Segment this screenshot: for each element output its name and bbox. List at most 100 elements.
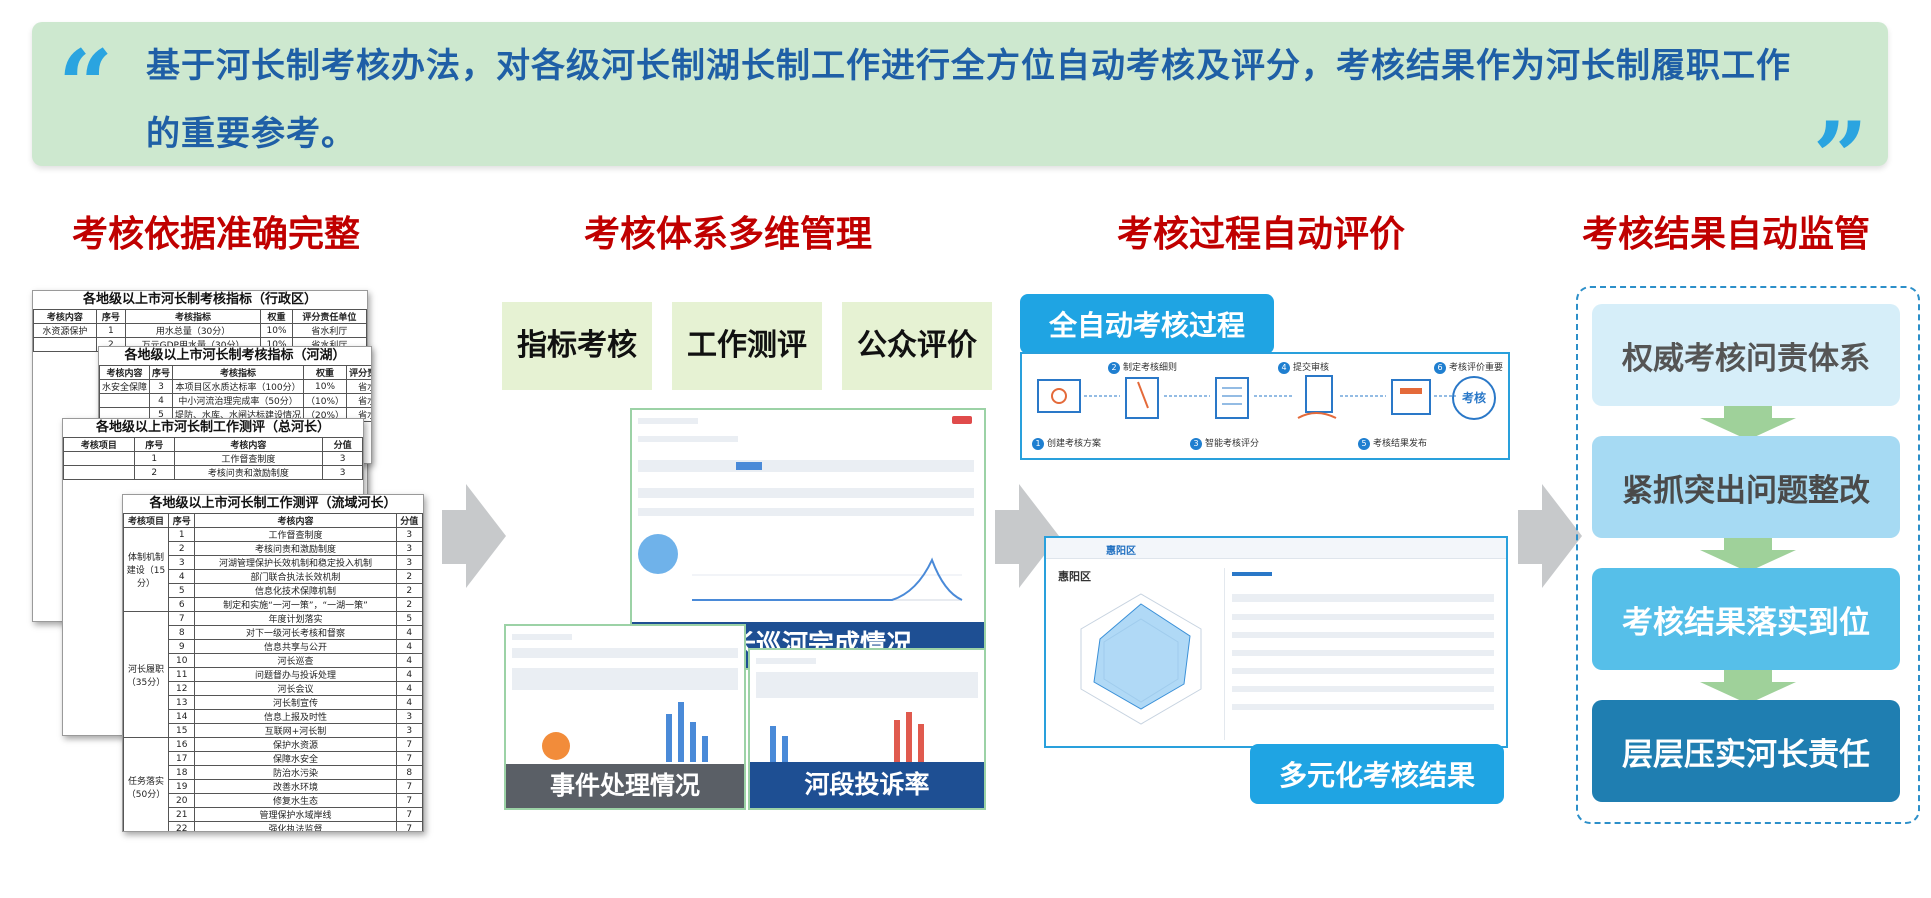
table-cell: 互联网+河长制 bbox=[194, 723, 397, 738]
table-cell: 4 bbox=[395, 639, 423, 654]
quote-banner: “ 基于河长制考核办法，对各级河长制湖长制工作进行全方位自动考核及评分，考核结果… bbox=[32, 22, 1888, 206]
table-cell: 信息化技术保障机制 bbox=[194, 583, 397, 598]
table-cell: 修复水生态 bbox=[194, 793, 397, 808]
arrow-stem bbox=[995, 510, 1019, 564]
down-arrow-icon bbox=[1700, 682, 1796, 704]
table-header: 权重 bbox=[260, 309, 293, 324]
table-cell: 4 bbox=[395, 695, 423, 710]
table-cell: 改善水环境 bbox=[194, 779, 397, 794]
tag-diverse-result: 多元化考核结果 bbox=[1250, 744, 1504, 804]
table-header: 考核内容 bbox=[33, 309, 97, 324]
table-cell: 7 bbox=[167, 611, 196, 626]
dimension-work-evaluation: 工作测评 bbox=[672, 302, 822, 390]
table-cell: 9 bbox=[167, 639, 196, 654]
table-cell: 4 bbox=[395, 681, 423, 696]
document-title: 各地级以上市河长制工作测评（总河长） bbox=[95, 420, 330, 435]
down-arrow-stem bbox=[1724, 406, 1772, 418]
right-arrow-icon bbox=[1542, 484, 1582, 588]
table-cell: 18 bbox=[167, 765, 196, 780]
down-arrow-stem bbox=[1724, 670, 1772, 682]
column-title-result: 考核结果自动监管 bbox=[1582, 214, 1871, 255]
table-cell: 1 bbox=[167, 527, 196, 542]
document-title: 各地级以上市河长制考核指标（行政区） bbox=[82, 292, 317, 307]
table-cell: 3 bbox=[395, 555, 423, 570]
group-cell: 体制机制建设（15分） bbox=[123, 527, 169, 612]
process-icons bbox=[1037, 375, 1456, 419]
table-cell: 6 bbox=[167, 597, 196, 612]
panel-complaint-rate: 河段投诉率 bbox=[748, 648, 986, 810]
complaint-bar-chart bbox=[770, 712, 924, 768]
open-quote-icon: “ bbox=[58, 29, 114, 142]
table-cell: 7 bbox=[395, 807, 423, 822]
table-cell: 4 bbox=[395, 667, 423, 682]
table-header: 分值 bbox=[395, 513, 423, 528]
column-title-basis: 考核依据准确完整 bbox=[72, 214, 361, 255]
quote-text: 基于河长制考核办法，对各级河长制湖长制工作进行全方位自动考核及评分，考核结果作为… bbox=[146, 46, 1791, 154]
table-cell: 7 bbox=[395, 779, 423, 794]
down-arrow-icon bbox=[1700, 418, 1796, 440]
group-cell: 河长履职（35分） bbox=[123, 611, 169, 738]
table-cell: 5 bbox=[167, 583, 196, 598]
table-cell: 17 bbox=[167, 751, 196, 766]
table-cell: 保障水安全 bbox=[194, 751, 397, 766]
column-title-process: 考核过程自动评价 bbox=[1117, 214, 1406, 255]
table-cell: 4 bbox=[395, 625, 423, 640]
table-cell: 信息上报及时性 bbox=[194, 709, 397, 724]
table-cell: 12 bbox=[167, 681, 196, 696]
table-cell: 14 bbox=[167, 709, 196, 724]
document-title: 各地级以上市河长制工作测评（流域河长） bbox=[149, 496, 397, 511]
down-arrow-stem bbox=[1724, 538, 1772, 550]
table-cell: 强化执法监督 bbox=[194, 821, 397, 831]
table-cell: 工作督查制度 bbox=[194, 527, 397, 542]
table-header: 考核项目 bbox=[123, 513, 169, 528]
table-cell: 河长制宣传 bbox=[194, 695, 397, 710]
table-cell: 3 bbox=[167, 555, 196, 570]
table-cell: 7 bbox=[395, 793, 423, 808]
arrow-stem bbox=[442, 510, 466, 564]
close-quote-icon: ” bbox=[1812, 101, 1868, 214]
table-cell: 7 bbox=[395, 751, 423, 766]
table-cell: 3 bbox=[395, 527, 423, 542]
search-assess-icon: 考核 bbox=[1452, 376, 1496, 420]
result-accountability: 权威考核问责体系 bbox=[1592, 304, 1900, 406]
table-header: 评分责任单位 bbox=[291, 309, 367, 324]
table-cell: 河长巡查 bbox=[194, 653, 397, 668]
table-cell: 问题督办与投诉处理 bbox=[194, 667, 397, 682]
result-rectification: 紧抓突出问题整改 bbox=[1592, 436, 1900, 538]
table-cell: 考核问责和激励制度 bbox=[194, 541, 397, 556]
group-cell: 任务落实（50分） bbox=[123, 737, 169, 831]
table-cell: 制定和实施“一河一策”，“一湖一策” bbox=[194, 597, 397, 612]
column-title-system: 考核体系多维管理 bbox=[584, 214, 873, 255]
table-cell: 15 bbox=[167, 723, 196, 738]
table-cell: 2 bbox=[395, 597, 423, 612]
arrow-stem bbox=[1518, 510, 1542, 564]
table-cell: 管理保护水域岸线 bbox=[194, 807, 397, 822]
result-implementation: 考核结果落实到位 bbox=[1592, 568, 1900, 670]
table-cell: 2 bbox=[167, 541, 196, 556]
